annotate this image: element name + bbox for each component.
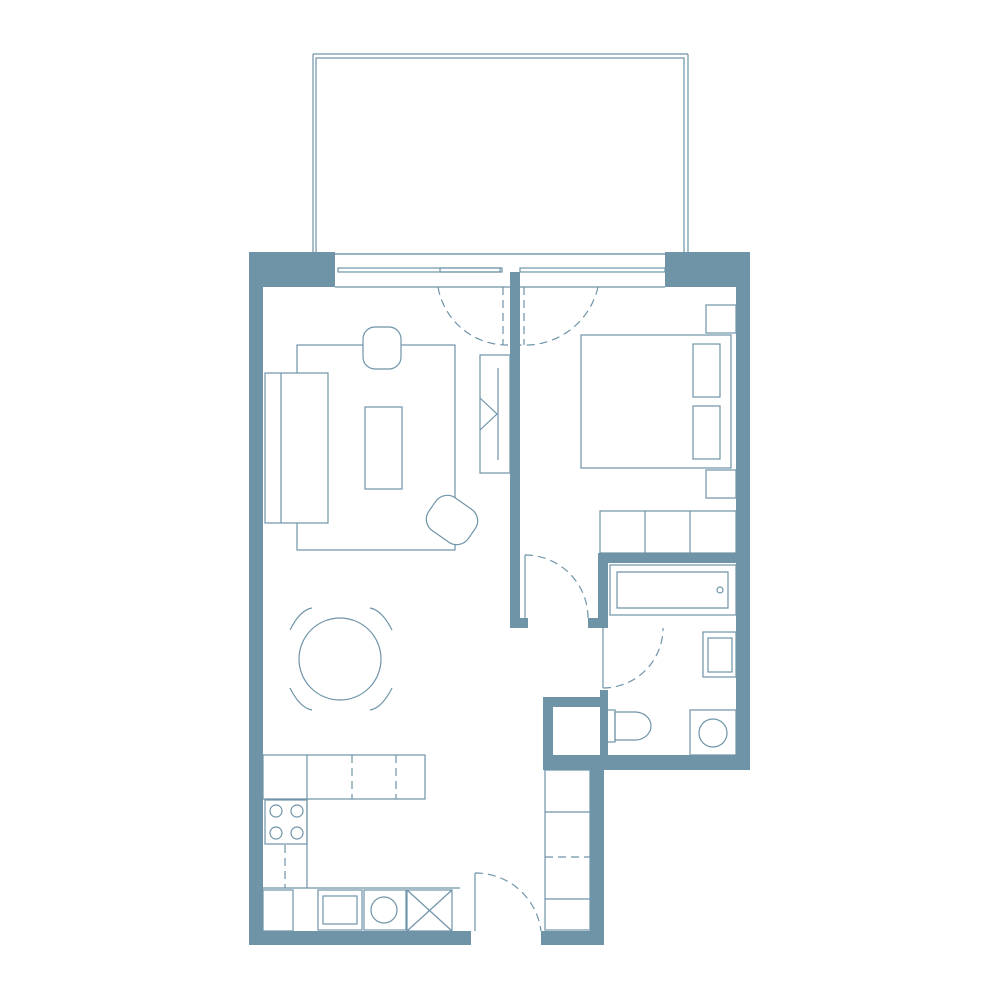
nightstand-2: [705, 469, 737, 499]
armchair-2: [425, 494, 479, 546]
window-balcony: [335, 253, 666, 288]
kitchen-counter: [262, 754, 460, 889]
dining-table: [289, 607, 393, 711]
washing-machine-icon: [689, 709, 737, 756]
bed: [580, 334, 732, 469]
stove-icon: [264, 799, 308, 845]
nightstand: [705, 304, 737, 334]
balcony: [312, 53, 689, 255]
fridge-icon: [406, 889, 453, 932]
sofa: [264, 372, 329, 524]
bathroom-sink: [702, 631, 737, 678]
toilet-icon: [606, 709, 652, 743]
armchair: [362, 326, 402, 370]
washer-icon: [363, 889, 407, 931]
balcony-doors: [437, 286, 599, 346]
coffee-table: [364, 406, 403, 490]
cabinet: [262, 889, 294, 932]
tv-unit: [479, 354, 511, 474]
bedroom-wardrobe: [599, 510, 737, 554]
entry-door[interactable]: [474, 872, 542, 932]
bedroom-door[interactable]: [524, 554, 589, 619]
bathtub: [609, 564, 737, 616]
walls: [249, 252, 750, 945]
bathroom-door[interactable]: [602, 627, 664, 689]
hallway-wardrobe: [544, 769, 591, 931]
sink-icon: [317, 889, 363, 931]
